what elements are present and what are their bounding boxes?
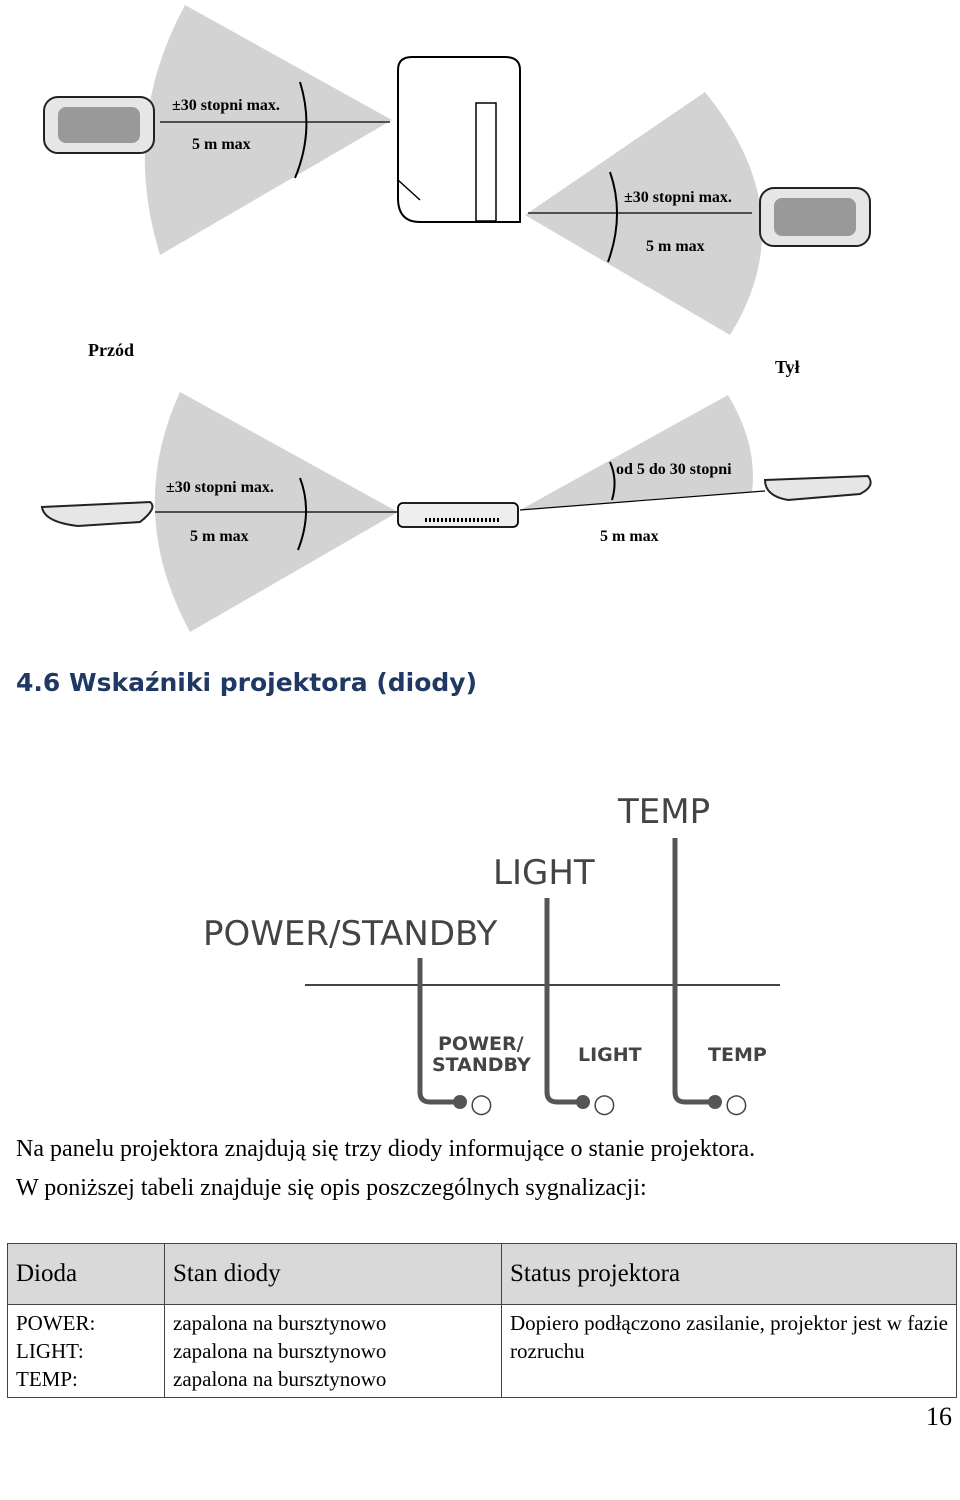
led-status-table: Dioda Stan diody Status projektora POWER… (7, 1243, 957, 1398)
front-label: Przód (88, 340, 134, 360)
angle-label-front: ±30 stopni max. (172, 97, 280, 114)
intro-line-1: Na panelu projektora znajdują się trzy d… (16, 1136, 756, 1162)
temp-standby-icon: ○ (725, 1089, 748, 1119)
temp-led-dot (708, 1095, 722, 1109)
stan-temp: zapalona na bursztynowo (173, 1367, 387, 1391)
remote-back-side (763, 474, 872, 502)
stan-power: zapalona na bursztynowo (173, 1311, 387, 1335)
front-range-beam (144, 5, 392, 255)
dioda-power: POWER: (16, 1311, 96, 1335)
cell-stan: zapalona na bursztynowo zapalona na burs… (164, 1304, 502, 1398)
page-number: 16 (926, 1402, 952, 1431)
dioda-light: LIGHT: (16, 1339, 84, 1363)
power-leader-line (417, 958, 455, 1105)
angle-label-back: ±30 stopni max. (624, 189, 732, 206)
light-leader-line (544, 898, 578, 1105)
temp-leader-line (672, 838, 710, 1105)
dioda-temp: TEMP: (16, 1367, 78, 1391)
header-dioda: Dioda (7, 1243, 165, 1305)
light-standby-icon: ○ (593, 1089, 616, 1119)
led-big-label-light: LIGHT (493, 853, 595, 893)
remote-range-diagram: ±30 stopni max. 5 m max ±30 stopni max. … (40, 5, 872, 632)
side-angle-label: od 5 do 30 stopni (616, 461, 732, 478)
projector-side-view (397, 502, 519, 528)
led-big-label-power: POWER/STANDBY (203, 914, 497, 954)
header-stan-diody: Stan diody (164, 1243, 502, 1305)
panel-label-power-1: POWER/ (438, 1033, 524, 1055)
table-row: POWER: LIGHT: TEMP: zapalona na bursztyn… (7, 1304, 957, 1398)
led-indicator-diagram: TEMP LIGHT POWER/STANDBY POWER/ STANDBY … (203, 792, 780, 1119)
casio-logo (22, 1437, 282, 1497)
light-led-dot (576, 1095, 590, 1109)
distance-label-front: 5 m max (192, 136, 251, 153)
power-standby-icon: ○ (470, 1089, 493, 1119)
back-label: Tył (775, 357, 800, 377)
stan-light: zapalona na bursztynowo (173, 1339, 387, 1363)
remote-back-top (759, 187, 871, 247)
power-led-dot (453, 1095, 467, 1109)
back-side-beam (520, 395, 753, 510)
cell-dioda: POWER: LIGHT: TEMP: (7, 1304, 165, 1398)
panel-label-light: LIGHT (578, 1044, 642, 1066)
panel-label-power-2: STANDBY (432, 1054, 531, 1076)
intro-paragraph: Na panelu projektora znajdują się trzy d… (16, 1130, 946, 1208)
distance-label-side-back: 5 m max (600, 528, 659, 545)
header-status-projektora: Status projektora (501, 1243, 957, 1305)
panel-label-temp: TEMP (708, 1044, 767, 1066)
distance-label-back: 5 m max (646, 238, 705, 255)
led-big-label-temp: TEMP (617, 792, 710, 832)
cell-status: Dopiero podłączono zasilanie, projektor … (501, 1304, 957, 1398)
table-header-row: Dioda Stan diody Status projektora (7, 1243, 957, 1305)
remote-front-top (43, 96, 155, 154)
intro-line-2: W poniższej tabeli znajduje się opis pos… (16, 1175, 647, 1201)
section-title: 4.6 Wskaźniki projektora (diody) (16, 668, 478, 697)
angle-label-side: ±30 stopni max. (166, 479, 274, 496)
projector-top-view (397, 56, 521, 223)
remote-front-side (40, 500, 154, 528)
distance-label-side-front: 5 m max (190, 528, 249, 545)
